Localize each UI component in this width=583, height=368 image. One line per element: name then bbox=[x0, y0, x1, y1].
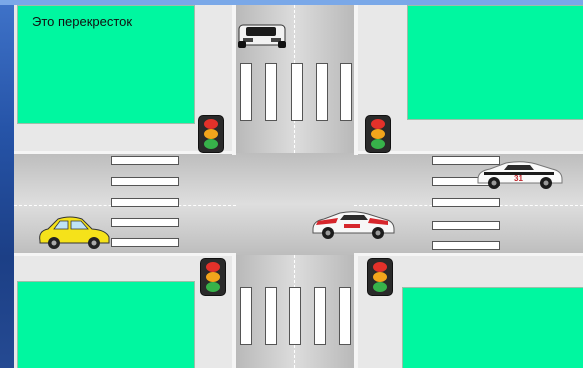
red-white-race-car-icon bbox=[310, 207, 396, 241]
yellow-signal-icon bbox=[204, 129, 218, 139]
green-signal-icon bbox=[206, 282, 220, 292]
red-signal-icon bbox=[373, 262, 387, 272]
crosswalk-stripe bbox=[111, 156, 179, 165]
red-signal-icon bbox=[204, 119, 218, 129]
grass-block-bottom-left bbox=[17, 281, 195, 368]
crosswalk-stripe bbox=[432, 198, 500, 207]
green-signal-icon bbox=[371, 139, 385, 149]
traffic-light-top-right bbox=[366, 116, 390, 152]
crosswalk-stripe bbox=[432, 221, 500, 230]
crosswalk-stripe bbox=[111, 198, 179, 207]
crosswalk-stripe bbox=[289, 287, 301, 345]
grass-block-top-right bbox=[407, 5, 583, 120]
curb bbox=[232, 5, 236, 155]
yellow-signal-icon bbox=[206, 272, 220, 282]
crosswalk-stripe bbox=[265, 63, 277, 121]
yellow-signal-icon bbox=[371, 129, 385, 139]
crosswalk-stripe bbox=[432, 241, 500, 250]
intersection-scene: 31 bbox=[14, 5, 583, 368]
grass-block-bottom-right bbox=[402, 287, 583, 368]
crosswalk-stripe bbox=[240, 287, 252, 345]
curb bbox=[354, 253, 358, 368]
curb bbox=[354, 253, 583, 256]
crosswalk-stripe bbox=[316, 63, 328, 121]
crosswalk-stripe bbox=[111, 238, 179, 247]
crosswalk-stripe bbox=[339, 287, 351, 345]
white-race-car-31-icon: 31 bbox=[474, 159, 564, 191]
slide-caption: Это перекресток bbox=[32, 14, 132, 29]
crosswalk-stripe bbox=[111, 218, 179, 227]
crosswalk-stripe bbox=[291, 63, 303, 121]
red-signal-icon bbox=[371, 119, 385, 129]
yellow-car-icon bbox=[36, 213, 112, 251]
traffic-light-top-left bbox=[199, 116, 223, 152]
curb bbox=[354, 5, 358, 155]
red-signal-icon bbox=[206, 262, 220, 272]
crosswalk-stripe bbox=[340, 63, 352, 121]
car-number-label: 31 bbox=[514, 174, 523, 183]
yellow-signal-icon bbox=[373, 272, 387, 282]
green-signal-icon bbox=[204, 139, 218, 149]
crosswalk-stripe bbox=[240, 63, 252, 121]
black-white-car-icon bbox=[237, 19, 287, 51]
curb bbox=[354, 151, 583, 154]
crosswalk-stripe bbox=[265, 287, 277, 345]
green-signal-icon bbox=[373, 282, 387, 292]
traffic-light-bottom-left bbox=[201, 259, 225, 295]
desktop-background-edge bbox=[0, 0, 14, 368]
crosswalk-stripe bbox=[111, 177, 179, 186]
curb bbox=[232, 253, 236, 368]
curb bbox=[14, 253, 236, 256]
traffic-light-bottom-right bbox=[368, 259, 392, 295]
crosswalk-stripe bbox=[314, 287, 326, 345]
